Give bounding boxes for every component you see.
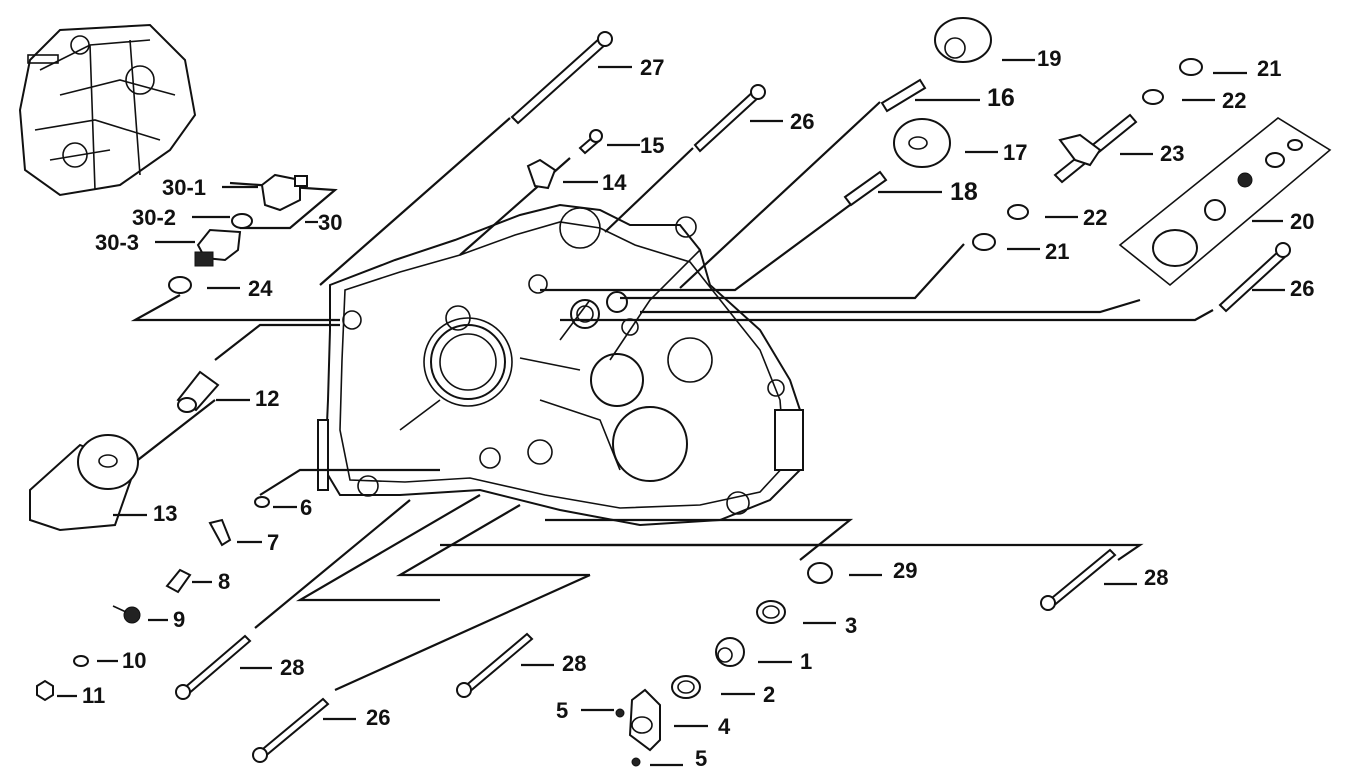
parts	[29, 17, 1332, 767]
part-label-17: 17	[1003, 140, 1028, 165]
crankcase-half	[317, 203, 804, 527]
part-label-5: 5	[695, 746, 708, 771]
part-label-16: 16	[987, 84, 1015, 112]
part-label-22: 22	[1222, 88, 1247, 113]
part-label-3: 3	[845, 613, 858, 638]
part-label-8: 8	[218, 569, 231, 594]
part-label-9: 9	[173, 607, 186, 632]
part-label-12: 12	[255, 386, 280, 411]
part-label-5: 5	[556, 698, 569, 723]
part-label-15: 15	[640, 133, 665, 158]
part-label-1: 1	[800, 649, 813, 674]
part-label-13: 13	[153, 501, 178, 526]
part-label-30: 30	[318, 210, 343, 235]
part-label-4: 4	[718, 714, 731, 739]
part-label-26: 26	[1290, 276, 1315, 301]
part-label-30-2: 30-2	[132, 205, 177, 230]
part-label-28: 28	[280, 655, 305, 680]
part-label-18: 18	[950, 178, 978, 206]
part-label-14: 14	[602, 170, 627, 195]
reference-lines	[124, 101, 1214, 692]
part-label-20: 20	[1290, 209, 1315, 234]
part-label-7: 7	[267, 530, 280, 555]
part-label-30-3: 30-3	[95, 230, 140, 255]
part-label-24: 24	[248, 276, 273, 301]
part-label-28: 28	[1144, 565, 1169, 590]
part-label-26: 26	[790, 109, 815, 134]
part-label-27: 27	[640, 55, 665, 80]
part-label-29: 29	[893, 558, 918, 583]
part-label-23: 23	[1160, 141, 1185, 166]
part-label-21: 21	[1257, 56, 1282, 81]
part-label-28: 28	[562, 651, 587, 676]
part-label-10: 10	[122, 648, 147, 673]
part-label-2: 2	[763, 682, 776, 707]
part-label-26: 26	[366, 705, 391, 730]
crankcase-thumbnail	[18, 23, 197, 197]
part-label-19: 19	[1037, 46, 1062, 71]
part-label-30-1: 30-1	[162, 175, 207, 200]
part-label-11: 11	[82, 683, 106, 708]
part-label-6: 6	[300, 495, 313, 520]
part-label-21: 21	[1045, 239, 1070, 264]
label-ticks	[57, 58, 1285, 767]
part-label-22: 22	[1083, 205, 1108, 230]
